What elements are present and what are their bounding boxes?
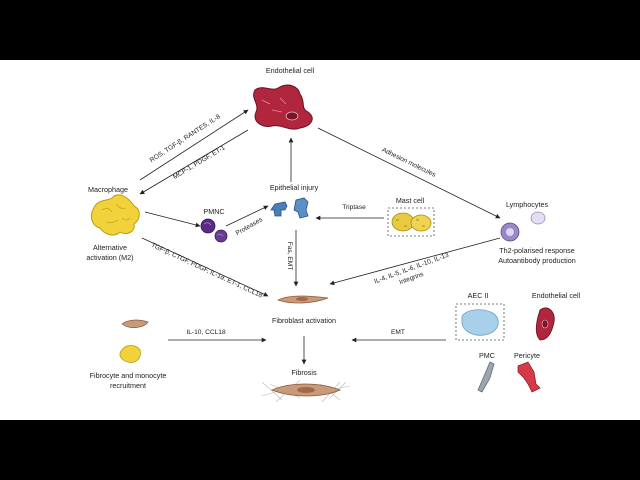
edge-label-emt: EMT: [391, 329, 405, 336]
fibroblast-activation-illustration: [277, 295, 329, 304]
endothelial-cell-right-illustration: [535, 307, 555, 341]
mast-cell-illustration: [387, 207, 435, 237]
arrow-pmnc-to-epithelial: [225, 205, 269, 227]
fibrosis-label: Fibrosis: [291, 368, 317, 377]
epithelial-injury-label: Epithelial injury: [270, 183, 319, 192]
fibrocyte-label-1: Fibrocyte and monocyte: [90, 371, 167, 380]
edge-label-fas: Fas, EMT: [286, 242, 293, 271]
epithelial-injury-illustration: [270, 197, 309, 219]
arrow-endothelial-to-macrophage: [139, 129, 249, 195]
diagram-canvas: Endothelial cell Macrophage Alternative …: [0, 60, 640, 420]
lymphocytes-illustration: [500, 211, 546, 242]
arrow-macrophage-to-fibroblast: [141, 237, 269, 297]
macrophage-illustration: [90, 194, 140, 236]
fibroblast-activation-label: Fibroblast activation: [272, 316, 336, 325]
monocyte-illustration: [119, 345, 141, 363]
letterbox-top: [0, 0, 640, 60]
edge-label-proteases: Proteases: [235, 216, 265, 237]
lymphocytes-sub-label-2: Autoantibody production: [498, 256, 576, 265]
pmnc-label: PMNC: [203, 207, 224, 216]
pericyte-illustration: [517, 361, 541, 393]
arrow-lymphocytes-to-fibroblast: [329, 237, 501, 286]
fibrocyte-illustration: [121, 319, 149, 328]
pmc-label: PMC: [479, 351, 495, 360]
endothelial-cell-top-illustration: [253, 84, 313, 130]
endothelial-cell-right-label: Endothelial cell: [532, 291, 581, 300]
macrophage-label: Macrophage: [88, 185, 128, 194]
arrow-endothelial-to-lymphocytes: [317, 127, 501, 219]
pmc-illustration: [477, 361, 495, 393]
edge-label-tryptase: Triptase: [342, 204, 366, 211]
endothelial-cell-top-label: Endothelial cell: [266, 66, 315, 75]
letterbox-bottom: [0, 420, 640, 480]
pmnc-illustration: [200, 218, 228, 243]
arrow-macrophage-to-pmnc: [144, 211, 201, 228]
mast-cell-label: Mast cell: [396, 196, 425, 205]
pericyte-label: Pericyte: [514, 351, 540, 360]
aec-ii-illustration: [455, 303, 505, 341]
fibrosis-illustration: [261, 379, 351, 403]
edge-label-tgf: TGF-β, CTGF, PDGF, IL-1α, ET-1, CCL18: [150, 242, 264, 300]
edge-label-mcp: MCP-1, PDGF, ET-1: [172, 144, 227, 181]
macrophage-sub-label-1: Alternative: [93, 243, 127, 252]
aec-ii-label: AEC II: [468, 291, 489, 300]
lymphocytes-sub-label-1: Th2-polarised response: [499, 246, 575, 255]
fibrocyte-label-2: recruitment: [110, 381, 146, 390]
edge-label-il10: IL-10, CCL18: [186, 329, 226, 336]
macrophage-sub-label-2: activation (M2): [86, 253, 133, 262]
lymphocytes-label: Lymphocytes: [506, 200, 548, 209]
arrow-macrophage-to-endothelial: [139, 109, 249, 181]
